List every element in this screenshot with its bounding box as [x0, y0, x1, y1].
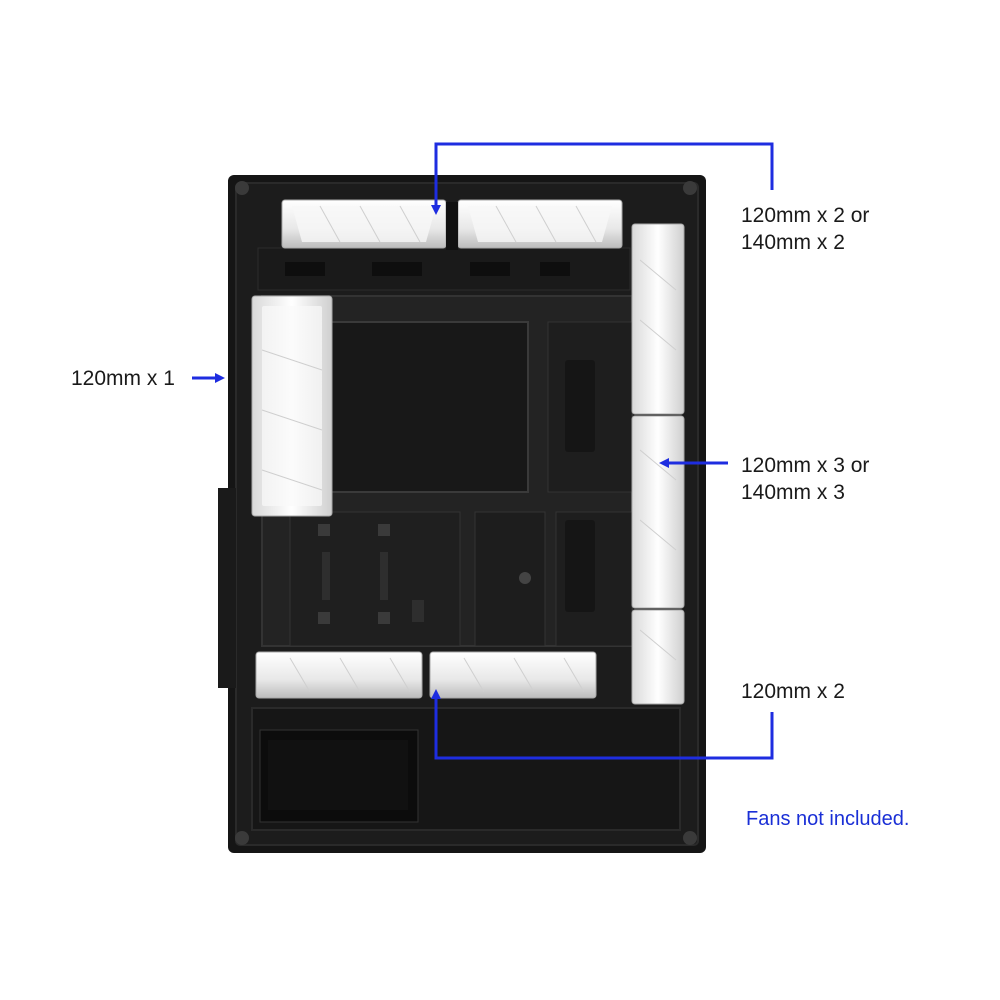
top-fan-label: 120mm x 2 or 140mm x 2: [741, 202, 869, 256]
fans-not-included-note: Fans not included.: [746, 808, 910, 830]
top-fan-label-line1: 120mm x 2 or: [741, 204, 870, 227]
front-fan-3: [631, 609, 685, 705]
bottom-fan-2: [429, 651, 597, 699]
screw-icon: [683, 181, 697, 195]
callout-top: [431, 142, 774, 215]
front-fan-label: 120mm x 3 or 140mm x 3: [741, 452, 869, 506]
psu-shroud: [251, 707, 681, 831]
front-fan-label-line1: 120mm x 3 or: [741, 454, 870, 477]
bottom-fan-label: 120mm x 2: [741, 678, 845, 705]
rear-fan-label-line1: 120mm x 1: [71, 367, 175, 390]
rear-fan: [251, 295, 333, 517]
callout-bottom: [431, 689, 774, 760]
top-fan-label-line2: 140mm x 2: [741, 231, 845, 254]
front-fan-1: [631, 223, 685, 415]
bottom-fan-label-line1: 120mm x 2: [741, 680, 845, 703]
front-fan-2: [631, 415, 685, 609]
screw-icon: [235, 181, 249, 195]
bottom-fan-1: [255, 651, 423, 699]
front-fan-label-line2: 140mm x 3: [741, 481, 845, 504]
rear-fan-label: 120mm x 1: [71, 365, 175, 392]
screw-icon: [235, 831, 249, 845]
top-fan-1: [281, 199, 447, 249]
screw-icon: [683, 831, 697, 845]
top-fan-2: [457, 199, 623, 249]
